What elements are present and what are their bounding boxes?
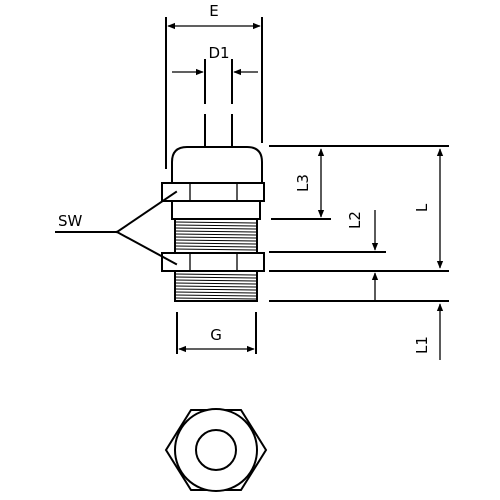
lock-nut xyxy=(161,252,265,272)
thread-line xyxy=(174,224,258,227)
thread-line xyxy=(174,279,258,282)
thread-line xyxy=(174,273,258,276)
upper-thread xyxy=(174,218,258,254)
extension-lines xyxy=(269,145,449,302)
thread-line xyxy=(174,227,258,230)
dimension-d1: D1 xyxy=(172,44,258,104)
thread-line xyxy=(174,242,258,245)
label-l: L xyxy=(413,203,431,212)
thread-line xyxy=(174,245,258,248)
thread-line xyxy=(174,233,258,236)
label-l3: L3 xyxy=(294,174,312,192)
thread-line xyxy=(174,297,258,300)
dimension-l3: L3 xyxy=(294,148,325,218)
thread-lines-bottom xyxy=(174,273,258,300)
dimension-l1: L1 xyxy=(413,303,444,360)
label-l1: L1 xyxy=(413,336,431,354)
thread-line xyxy=(174,276,258,279)
dimension-sw: SW xyxy=(55,190,178,266)
thread-line xyxy=(174,248,258,251)
label-g: G xyxy=(210,326,222,344)
gland-top-view xyxy=(164,408,268,492)
cable-bore-circle xyxy=(195,429,237,471)
thread-line xyxy=(174,221,258,224)
dimension-g: G xyxy=(176,312,257,354)
thread-line xyxy=(174,230,258,233)
gland-side-view xyxy=(161,114,265,302)
label-sw: SW xyxy=(58,212,83,230)
dimension-e: E xyxy=(165,2,263,169)
thread-line xyxy=(174,288,258,291)
thread-line xyxy=(174,236,258,239)
thread-lines-top xyxy=(174,221,258,251)
upper-hex-nut xyxy=(161,182,265,202)
thread-line xyxy=(174,285,258,288)
sealing-dome xyxy=(171,146,263,186)
label-l2: L2 xyxy=(346,211,364,229)
label-d1: D1 xyxy=(208,44,229,62)
thread-line xyxy=(174,239,258,242)
label-e: E xyxy=(209,2,218,20)
thread-line xyxy=(174,282,258,285)
thread-line xyxy=(174,291,258,294)
gland-body xyxy=(171,200,261,220)
dimension-l: L xyxy=(413,148,444,269)
dimension-l2: L2 xyxy=(346,210,379,300)
thread-line xyxy=(174,294,258,297)
